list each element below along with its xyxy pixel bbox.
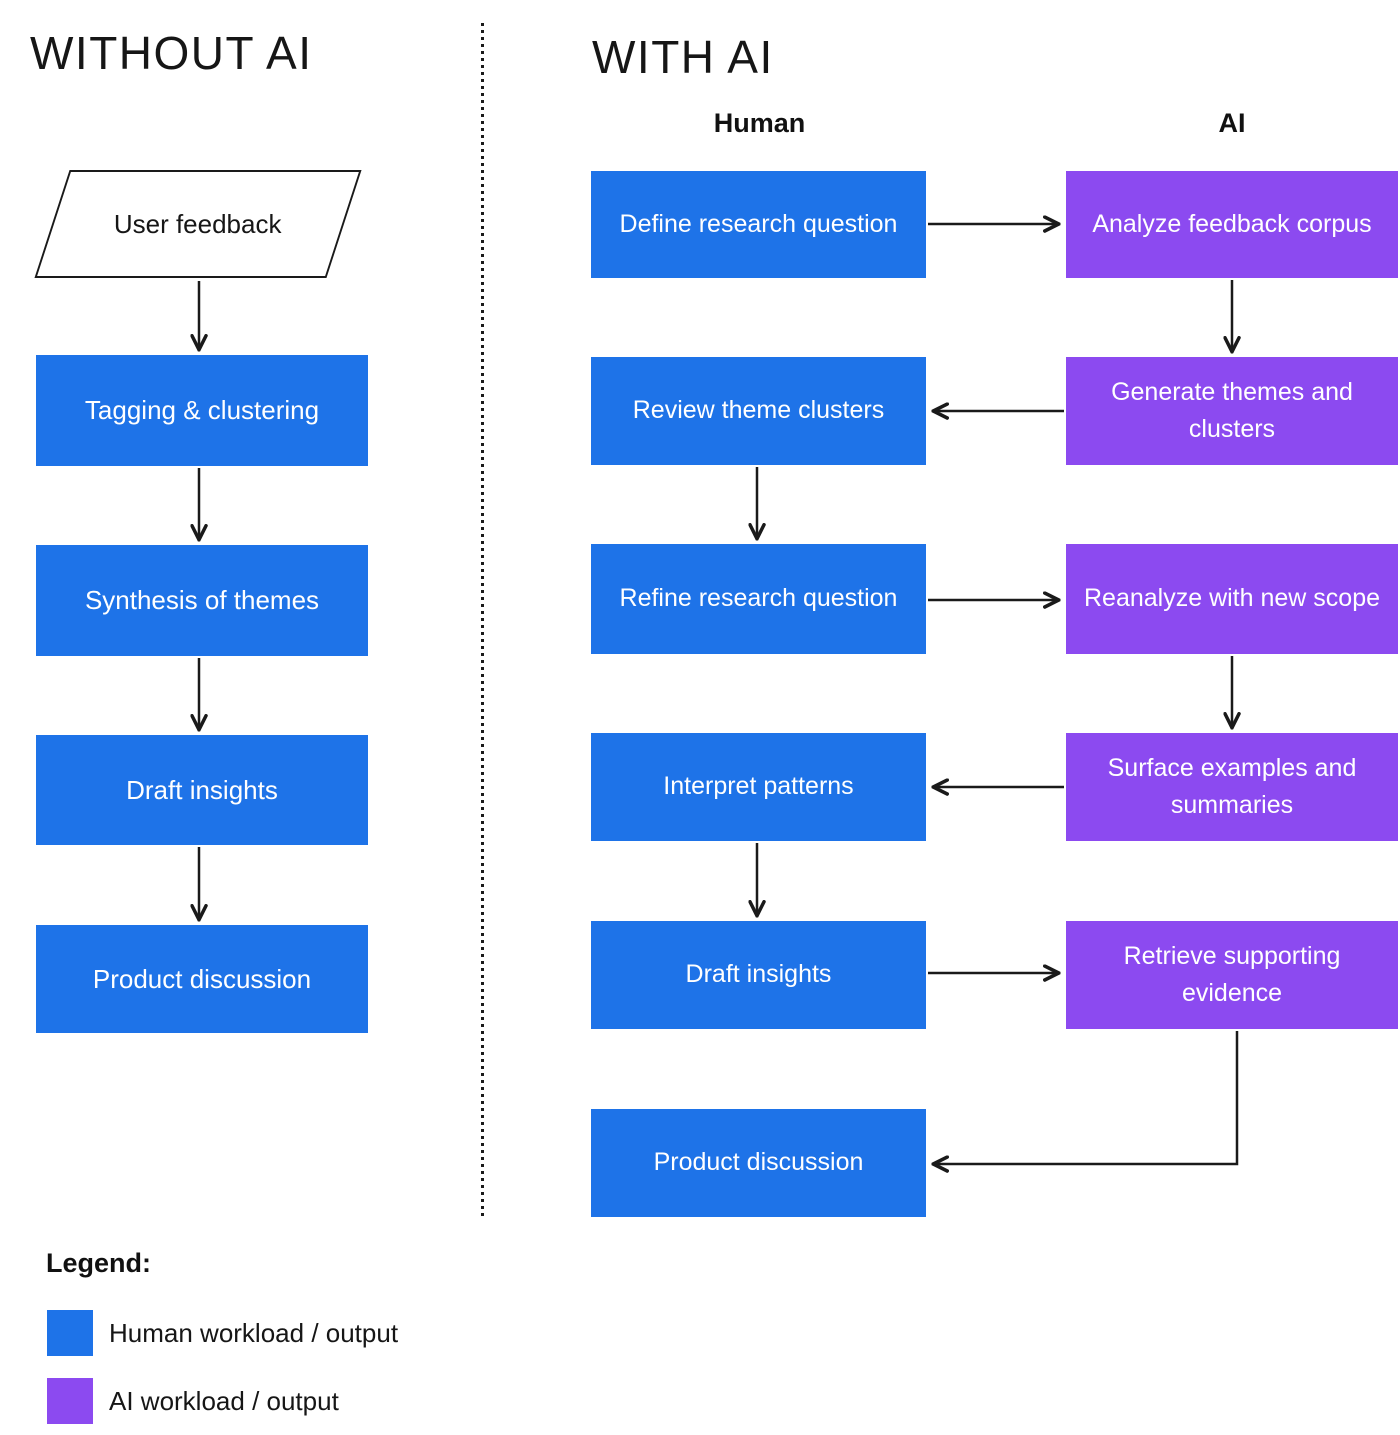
- legend-title: Legend:: [46, 1248, 151, 1278]
- node-reanalyze-new-scope: Reanalyze with new scope: [1066, 544, 1398, 654]
- node-define-research-question: Define research question: [591, 171, 926, 278]
- legend-label-ai: AI workload / output: [109, 1385, 339, 1416]
- legend-item-ai: AI workload / output: [47, 1378, 339, 1424]
- node-label: Refine research question: [619, 584, 898, 613]
- node-draft-insights-right: Draft insights: [591, 921, 926, 1029]
- node-retrieve-supporting-evidence: Retrieve supporting evidence: [1066, 921, 1398, 1029]
- node-label: Tagging & clustering: [84, 395, 320, 425]
- node-draft-insights-left: Draft insights: [36, 735, 368, 845]
- node-label: Product discussion: [92, 963, 312, 994]
- node-label: Define research question: [619, 209, 898, 238]
- node-label: Synthesis of themes: [84, 585, 320, 615]
- node-label: Draft insights: [126, 774, 278, 805]
- node-label: Review theme clusters: [632, 396, 885, 425]
- with-ai-title: WITH AI: [592, 31, 774, 83]
- ai-color-swatch: [47, 1378, 93, 1424]
- node-label: Retrieve supporting evidence: [1123, 941, 1341, 1008]
- node-label: Analyze feedback corpus: [1092, 209, 1372, 238]
- node-generate-themes-clusters: Generate themes and clusters: [1066, 357, 1398, 465]
- node-user-feedback-label: User feedback: [114, 208, 282, 239]
- node-product-discussion-left: Product discussion: [36, 925, 368, 1033]
- without-ai-title: WITHOUT AI: [30, 27, 313, 79]
- node-refine-research-question: Refine research question: [591, 544, 926, 654]
- node-label: Surface examples and summaries: [1107, 753, 1357, 820]
- node-label: Generate themes and clusters: [1111, 377, 1353, 444]
- ai-column-header: AI: [1218, 108, 1246, 138]
- node-label: Interpret patterns: [663, 772, 854, 801]
- node-tagging-clustering: Tagging & clustering: [36, 355, 368, 466]
- node-interpret-patterns: Interpret patterns: [591, 733, 926, 841]
- human-column-header: Human: [713, 108, 806, 138]
- node-product-discussion-right: Product discussion: [591, 1109, 926, 1217]
- legend-item-human: Human workload / output: [47, 1310, 398, 1356]
- node-analyze-feedback-corpus: Analyze feedback corpus: [1066, 171, 1398, 278]
- arrow-retrieve-to-discussion: [935, 1031, 1239, 1164]
- node-review-theme-clusters: Review theme clusters: [591, 357, 926, 465]
- node-surface-examples-summaries: Surface examples and summaries: [1066, 733, 1398, 841]
- legend-label-human: Human workload / output: [109, 1317, 399, 1348]
- node-label: Reanalyze with new scope: [1084, 584, 1380, 613]
- node-synthesis-themes: Synthesis of themes: [36, 545, 368, 656]
- node-label: Product discussion: [653, 1148, 864, 1177]
- panel-divider: [481, 23, 484, 1216]
- node-label: Draft insights: [685, 960, 832, 989]
- human-color-swatch: [47, 1310, 93, 1356]
- node-user-feedback: User feedback: [34, 170, 362, 278]
